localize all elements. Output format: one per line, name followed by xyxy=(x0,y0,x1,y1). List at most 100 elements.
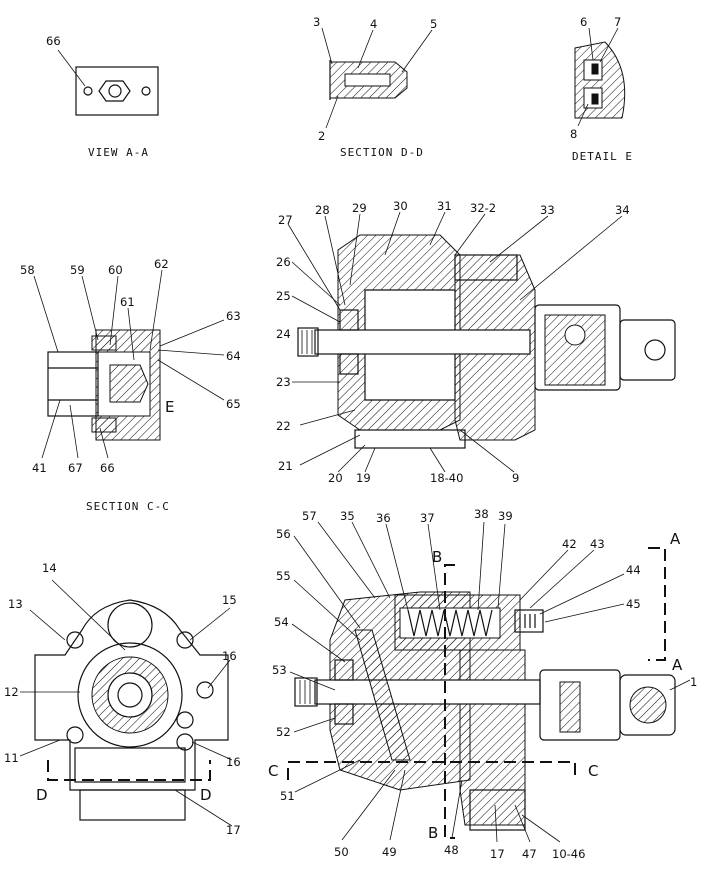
leader-20 xyxy=(337,444,366,473)
callout-36: 36 xyxy=(376,511,391,525)
marker-e: E xyxy=(165,398,174,416)
leader-17-end-view xyxy=(174,789,233,827)
callout-60: 60 xyxy=(108,263,123,277)
callout-6: 6 xyxy=(580,15,587,29)
callout-54: 54 xyxy=(274,615,289,629)
callout-67: 67 xyxy=(68,461,83,475)
callout-25: 25 xyxy=(276,289,291,303)
callout-66: 66 xyxy=(46,34,61,48)
section-c-caption: SECTION C-C xyxy=(86,500,170,513)
leader-36 xyxy=(385,523,409,611)
callout-44: 44 xyxy=(626,563,641,577)
callout-1: 1 xyxy=(690,675,697,689)
callout-28: 28 xyxy=(315,203,330,217)
leader-61 xyxy=(127,307,135,361)
leader-56 xyxy=(293,535,361,629)
end-view-shaft xyxy=(117,682,143,708)
marker-a-top: A xyxy=(670,530,681,548)
callout-53: 53 xyxy=(272,663,287,677)
leader-16-bottom xyxy=(191,741,233,761)
section-c-c: 58 59 60 62 61 63 64 65 41 67 66 E SECTI… xyxy=(20,257,241,513)
leader-14 xyxy=(51,579,126,651)
callout-42: 42 xyxy=(562,537,577,551)
lower-pump-assembly: 57 35 36 37 38 39 42 43 44 45 56 55 54 5… xyxy=(268,507,697,861)
callout-10-46: 10-46 xyxy=(552,847,585,861)
leader-19 xyxy=(364,447,376,473)
leader-7 xyxy=(599,27,619,63)
leader-22 xyxy=(299,409,356,426)
leader-28 xyxy=(324,215,346,306)
leader-66-view-a xyxy=(57,49,86,87)
leader-32-2 xyxy=(454,213,486,256)
detail-e-caption: DETAIL E xyxy=(572,150,633,163)
leader-16-top xyxy=(207,659,231,689)
end-view-bolt-tr xyxy=(176,631,194,649)
upper-side-fitting-port xyxy=(644,339,666,361)
upper-shaft xyxy=(314,329,531,355)
section-c-cutline xyxy=(287,761,576,780)
callout-34: 34 xyxy=(615,203,630,217)
section-d-d: 3 4 5 2 SECTION D-D xyxy=(313,15,437,159)
view-a-right-hole xyxy=(141,86,151,96)
lower-shaft-spline xyxy=(294,677,318,707)
callout-9: 9 xyxy=(512,471,519,485)
callout-26: 26 xyxy=(276,255,291,269)
callout-5: 5 xyxy=(430,17,437,31)
callout-18-40: 18-40 xyxy=(430,471,463,485)
lower-gear-stack xyxy=(559,681,581,733)
callout-21: 21 xyxy=(278,459,293,473)
end-view-shaft-bore xyxy=(107,672,153,718)
leader-58 xyxy=(33,275,59,353)
callout-13: 13 xyxy=(8,597,23,611)
view-a-caption: VIEW A-A xyxy=(88,146,149,159)
detail-e-ring-upper xyxy=(591,63,599,75)
callout-39: 39 xyxy=(498,509,513,523)
leader-17-lower xyxy=(494,804,498,843)
callout-47: 47 xyxy=(522,847,537,861)
callout-57: 57 xyxy=(302,509,317,523)
callout-16-bottom: 16 xyxy=(226,755,241,769)
leader-49 xyxy=(389,769,406,841)
view-a-plate xyxy=(75,66,159,116)
leader-8 xyxy=(577,103,589,127)
marker-a-side: A xyxy=(672,656,683,674)
pump-end-view: 13 14 15 16 12 11 16 17 D D xyxy=(4,561,241,837)
end-view-bottom-block xyxy=(74,747,186,783)
callout-63: 63 xyxy=(226,309,241,323)
callout-56: 56 xyxy=(276,527,291,541)
marker-c-right: C xyxy=(588,762,598,780)
end-view-flange xyxy=(77,642,183,748)
section-c-fitting xyxy=(47,351,99,417)
leader-25 xyxy=(291,295,341,323)
callout-27: 27 xyxy=(278,213,293,227)
leader-26 xyxy=(291,261,341,306)
leader-43 xyxy=(529,549,595,609)
leader-39 xyxy=(497,523,506,609)
callout-64: 64 xyxy=(226,349,241,363)
callout-43: 43 xyxy=(590,537,605,551)
callout-50: 50 xyxy=(334,845,349,859)
leader-5 xyxy=(401,29,433,73)
marker-d-right: D xyxy=(200,786,212,804)
callout-35: 35 xyxy=(340,509,355,523)
leader-51 xyxy=(294,759,361,793)
leader-52 xyxy=(293,717,336,733)
leader-13 xyxy=(29,609,66,641)
section-d-caption: SECTION D-D xyxy=(340,146,424,159)
marker-b-top: B xyxy=(432,548,442,566)
leader-48 xyxy=(451,779,463,839)
lower-adjuster-thread xyxy=(519,614,536,628)
callout-3: 3 xyxy=(313,15,320,29)
end-view-bolt-tl xyxy=(66,631,84,649)
leader-67 xyxy=(69,404,79,459)
upper-bearing-rear xyxy=(339,353,359,375)
end-view-foot xyxy=(79,789,186,821)
upper-shaft-spline xyxy=(297,327,319,357)
callout-12: 12 xyxy=(4,685,19,699)
marker-d-left: D xyxy=(36,786,48,804)
leader-41 xyxy=(41,399,61,459)
callout-62: 62 xyxy=(154,257,169,271)
callout-20: 20 xyxy=(328,471,343,485)
leader-10-46 xyxy=(521,814,561,843)
